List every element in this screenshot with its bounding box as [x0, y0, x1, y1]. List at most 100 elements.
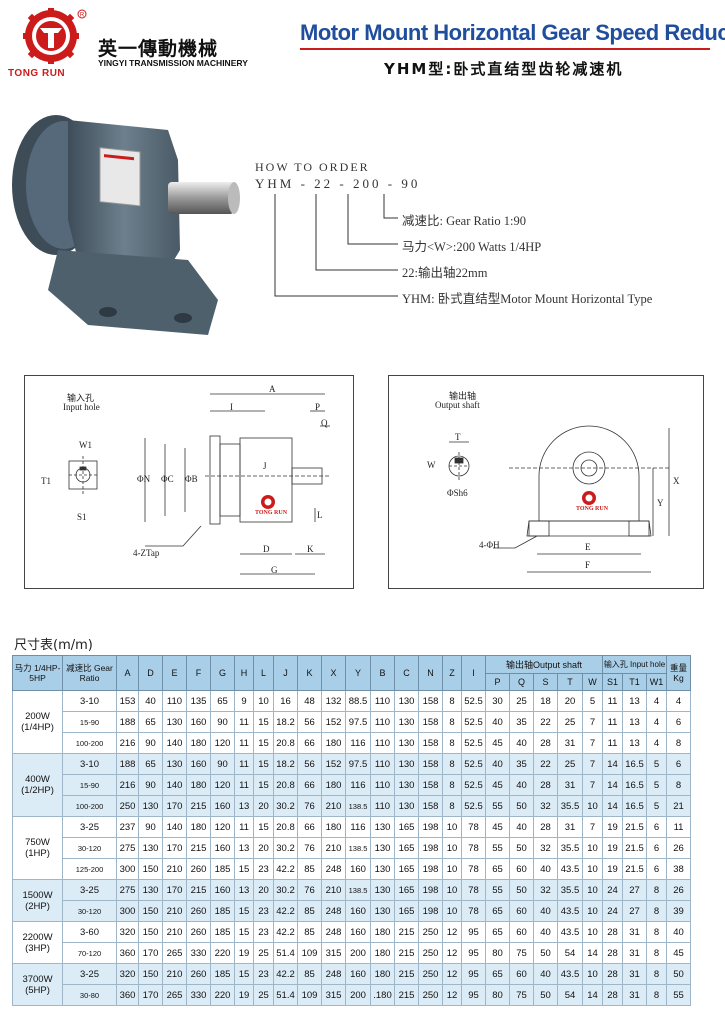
- table-cell: 39: [666, 900, 691, 922]
- table-cell: 120: [210, 732, 235, 754]
- power-rating-line: (1/2HP): [21, 785, 54, 796]
- table-cell: 27: [622, 900, 647, 922]
- front-view-svg: [448, 425, 670, 573]
- table-cell: 7: [582, 774, 603, 796]
- col-head-hp: 马力 1/4HP-5HP: [12, 655, 63, 691]
- tongrun-mark: [261, 495, 275, 509]
- table-cell: 11: [234, 732, 254, 754]
- table-cell: 120: [210, 816, 235, 838]
- table-cell: 158: [418, 711, 443, 733]
- table-cell: 4: [666, 690, 691, 712]
- table-cell: 45: [485, 732, 510, 754]
- power-rating-line: 3700W: [22, 973, 53, 985]
- table-cell: 237: [116, 816, 139, 838]
- table-cell: 180: [321, 774, 346, 796]
- table-cell: 21.5: [622, 816, 647, 838]
- table-cell: 90: [210, 711, 235, 733]
- dim-t: T: [455, 432, 461, 442]
- col-head-t1: T1: [622, 672, 647, 691]
- table-cell: 13: [622, 732, 647, 754]
- table-cell: 30.2: [273, 879, 298, 901]
- table-cell: 20: [253, 879, 274, 901]
- table-cell: 170: [162, 795, 187, 817]
- table-cell: 8: [442, 795, 462, 817]
- table-cell: 23: [253, 858, 274, 880]
- table-cell: 28: [602, 984, 623, 1006]
- col-head-c: C: [394, 655, 419, 691]
- table-cell: 9: [234, 690, 254, 712]
- tongrun-logo: R: [14, 8, 88, 74]
- table-cell: 65: [138, 753, 163, 775]
- ratio-cell: 3-25: [62, 816, 117, 838]
- table-cell: 110: [370, 774, 395, 796]
- table-cell: 110: [162, 690, 187, 712]
- table-cell: 32: [533, 795, 558, 817]
- table-cell: 7: [582, 816, 603, 838]
- dim-g: G: [271, 565, 278, 575]
- col-head-t: T: [557, 672, 583, 691]
- table-cell: 30: [485, 690, 510, 712]
- table-cell: 170: [138, 942, 163, 964]
- table-cell: 28: [602, 921, 623, 943]
- table-cell: 250: [418, 942, 443, 964]
- table-cell: 8: [646, 900, 667, 922]
- table-cell: 76: [297, 795, 322, 817]
- table-cell: 76: [297, 879, 322, 901]
- col-head-weight: 重量 Kg: [666, 655, 691, 691]
- power-rating-line: (2HP): [25, 900, 50, 912]
- table-cell: 28: [602, 942, 623, 964]
- col-head-s: S: [533, 672, 558, 691]
- tongrun-mark-front: [582, 491, 596, 505]
- table-cell: 35.5: [557, 795, 583, 817]
- size-table: 马力 1/4HP-5HP 减速比 Gear Ratio A D E F G H …: [12, 655, 691, 1006]
- table-cell: 90: [138, 816, 163, 838]
- side-view-svg: [68, 393, 330, 575]
- ratio-cell: 70-120: [62, 942, 117, 964]
- table-cell: 8: [442, 753, 462, 775]
- power-rating-cell: 750W(1HP): [12, 816, 63, 880]
- table-cell: 16.5: [622, 753, 647, 775]
- table-cell: 180: [186, 732, 211, 754]
- table-cell: 360: [116, 984, 139, 1006]
- table-cell: 40: [509, 774, 534, 796]
- table-cell: 20: [557, 690, 583, 712]
- table-cell: 10: [442, 816, 462, 838]
- table-cell: 21.5: [622, 858, 647, 880]
- table-cell: 11: [234, 711, 254, 733]
- table-cell: 31: [557, 732, 583, 754]
- table-cell: 170: [162, 837, 187, 859]
- table-cell: 35: [509, 753, 534, 775]
- table-cell: 6: [666, 753, 691, 775]
- col-head-i: I: [461, 655, 486, 691]
- table-cell: 20.8: [273, 732, 298, 754]
- table-cell: 130: [394, 732, 419, 754]
- table-cell: 25: [509, 690, 534, 712]
- table-cell: 50: [509, 879, 534, 901]
- power-rating-line: 2200W: [22, 931, 53, 943]
- table-cell: 158: [418, 690, 443, 712]
- table-cell: 40: [533, 858, 558, 880]
- table-cell: 20.8: [273, 774, 298, 796]
- table-cell: 65: [485, 921, 510, 943]
- table-cell: 198: [418, 837, 443, 859]
- table-cell: 65: [485, 858, 510, 880]
- table-cell: 6: [646, 858, 667, 880]
- table-cell: 5: [646, 753, 667, 775]
- table-cell: 130: [370, 900, 395, 922]
- table-cell: 130: [370, 879, 395, 901]
- table-cell: 15: [253, 711, 274, 733]
- table-cell: 160: [345, 900, 371, 922]
- table-cell: 40: [533, 900, 558, 922]
- table-cell: 31: [622, 921, 647, 943]
- table-cell: 180: [370, 921, 395, 943]
- power-rating-line: 1500W: [22, 889, 53, 901]
- table-cell: 210: [162, 858, 187, 880]
- table-cell: 14: [602, 753, 623, 775]
- table-cell: 185: [210, 921, 235, 943]
- table-cell: 85: [297, 963, 322, 985]
- table-cell: 66: [297, 774, 322, 796]
- table-cell: 315: [321, 942, 346, 964]
- table-cell: 31: [622, 963, 647, 985]
